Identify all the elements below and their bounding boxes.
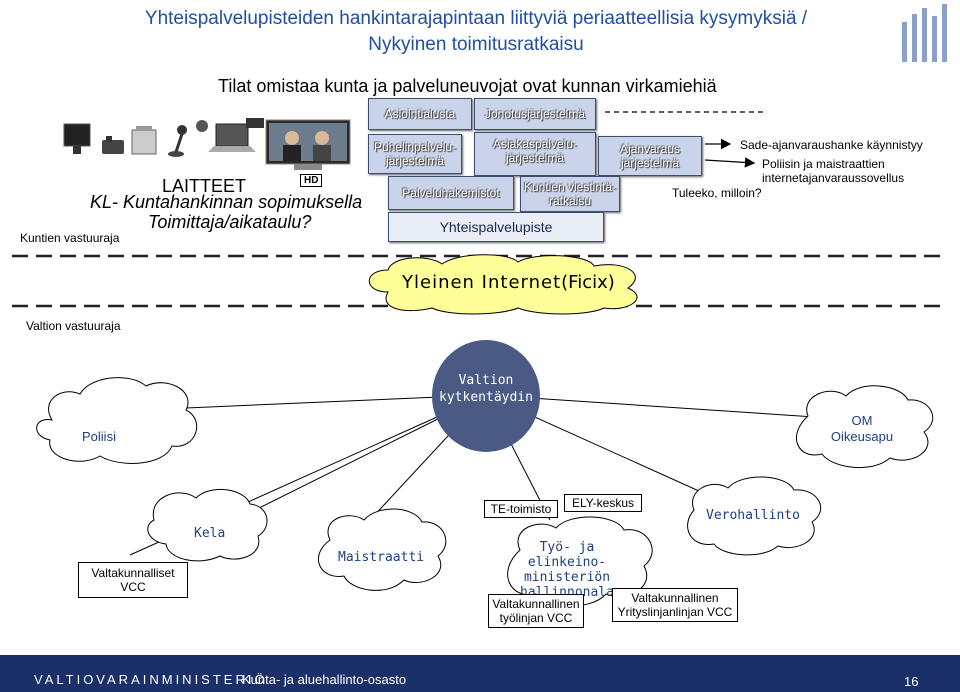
footer-dept: Kunta- ja aluehallinto-osasto <box>242 672 407 687</box>
devices-icon <box>63 118 264 157</box>
node-kela: Kela <box>194 526 226 541</box>
kuntien-vastuuraja-label: Kuntien vastuuraja <box>20 231 120 245</box>
tuleeko-note: Tuleeko, milloin? <box>672 186 762 200</box>
node-ely-keskus: ELY-keskus <box>564 494 642 512</box>
page-title: Yhteispalvelupisteiden hankintarajapinta… <box>144 8 808 55</box>
hd-badge: HD <box>300 174 323 187</box>
video-conference-icon <box>265 119 351 170</box>
asiakas-box: Asiakaspalvelu- järjestelmä <box>474 132 596 176</box>
jonotus-box: Jonotusjärjestelmä <box>474 98 596 130</box>
valtion-vastuuraja-label: Valtion vastuuraja <box>26 319 121 333</box>
kl-label: KL- Kuntahankinnan sopimuksella <box>90 192 363 212</box>
toimittaja-label: Toimittaja/aikataulu? <box>148 212 312 232</box>
laitteet-label: LAITTEET <box>162 176 247 196</box>
node-tyolinjan-vcc: Valtakunnallinen työlinjan VCC <box>488 594 584 628</box>
hub-circle <box>432 340 540 452</box>
hub-label: Valtion kytkentäydin <box>439 373 533 405</box>
ajanvaraus-box: Ajanvaraus järjestelmä <box>598 136 702 176</box>
node-poliisi: Poliisi <box>82 429 116 444</box>
node-om: OM Oikeusapu <box>830 413 894 444</box>
node-yrityslinjan-vcc: Valtakunnallinen Yrityslinjanlinjan VCC <box>612 588 738 622</box>
internet-text: Yleinen Internet <box>402 272 562 293</box>
poliisin-note: Poliisin ja maistraattien internetajanva… <box>762 157 905 185</box>
node-maistraatti: Maistraatti <box>338 550 425 565</box>
viestinta-box: Kuntien viestintä- ratkaisu <box>520 176 620 212</box>
internet-cloud <box>368 254 638 315</box>
footer-page-number: 16 <box>904 674 919 689</box>
yhteispalvelupiste-box: Yhteispalvelupiste <box>388 212 604 242</box>
footer-org: VALTIOVARAINMINISTERIÖ <box>34 672 268 687</box>
puhelin-box: Puhelinpalvelu- järjestelmä <box>368 134 462 174</box>
internet-label: Yleinen Internet(Ficix) <box>402 272 615 293</box>
sade-note: Sade-ajanvaraushanke käynnistyy <box>740 138 923 152</box>
node-te-toimisto: TE-toimisto <box>484 500 558 518</box>
node-valtakunnalliset-vcc: Valtakunnalliset VCC <box>78 562 188 598</box>
footer-bar <box>0 655 960 692</box>
decorative-bars-icon <box>902 4 947 62</box>
node-verohallinto: Verohallinto <box>706 508 800 523</box>
asiointialusta-box: Asiointialusta <box>368 98 472 130</box>
ficix-text: (Ficix) <box>561 272 615 293</box>
subtitle: Tilat omistaa kunta ja palveluneuvojat o… <box>218 76 717 96</box>
palveluhakemistot-box: Palveluhakemistot <box>388 176 514 210</box>
